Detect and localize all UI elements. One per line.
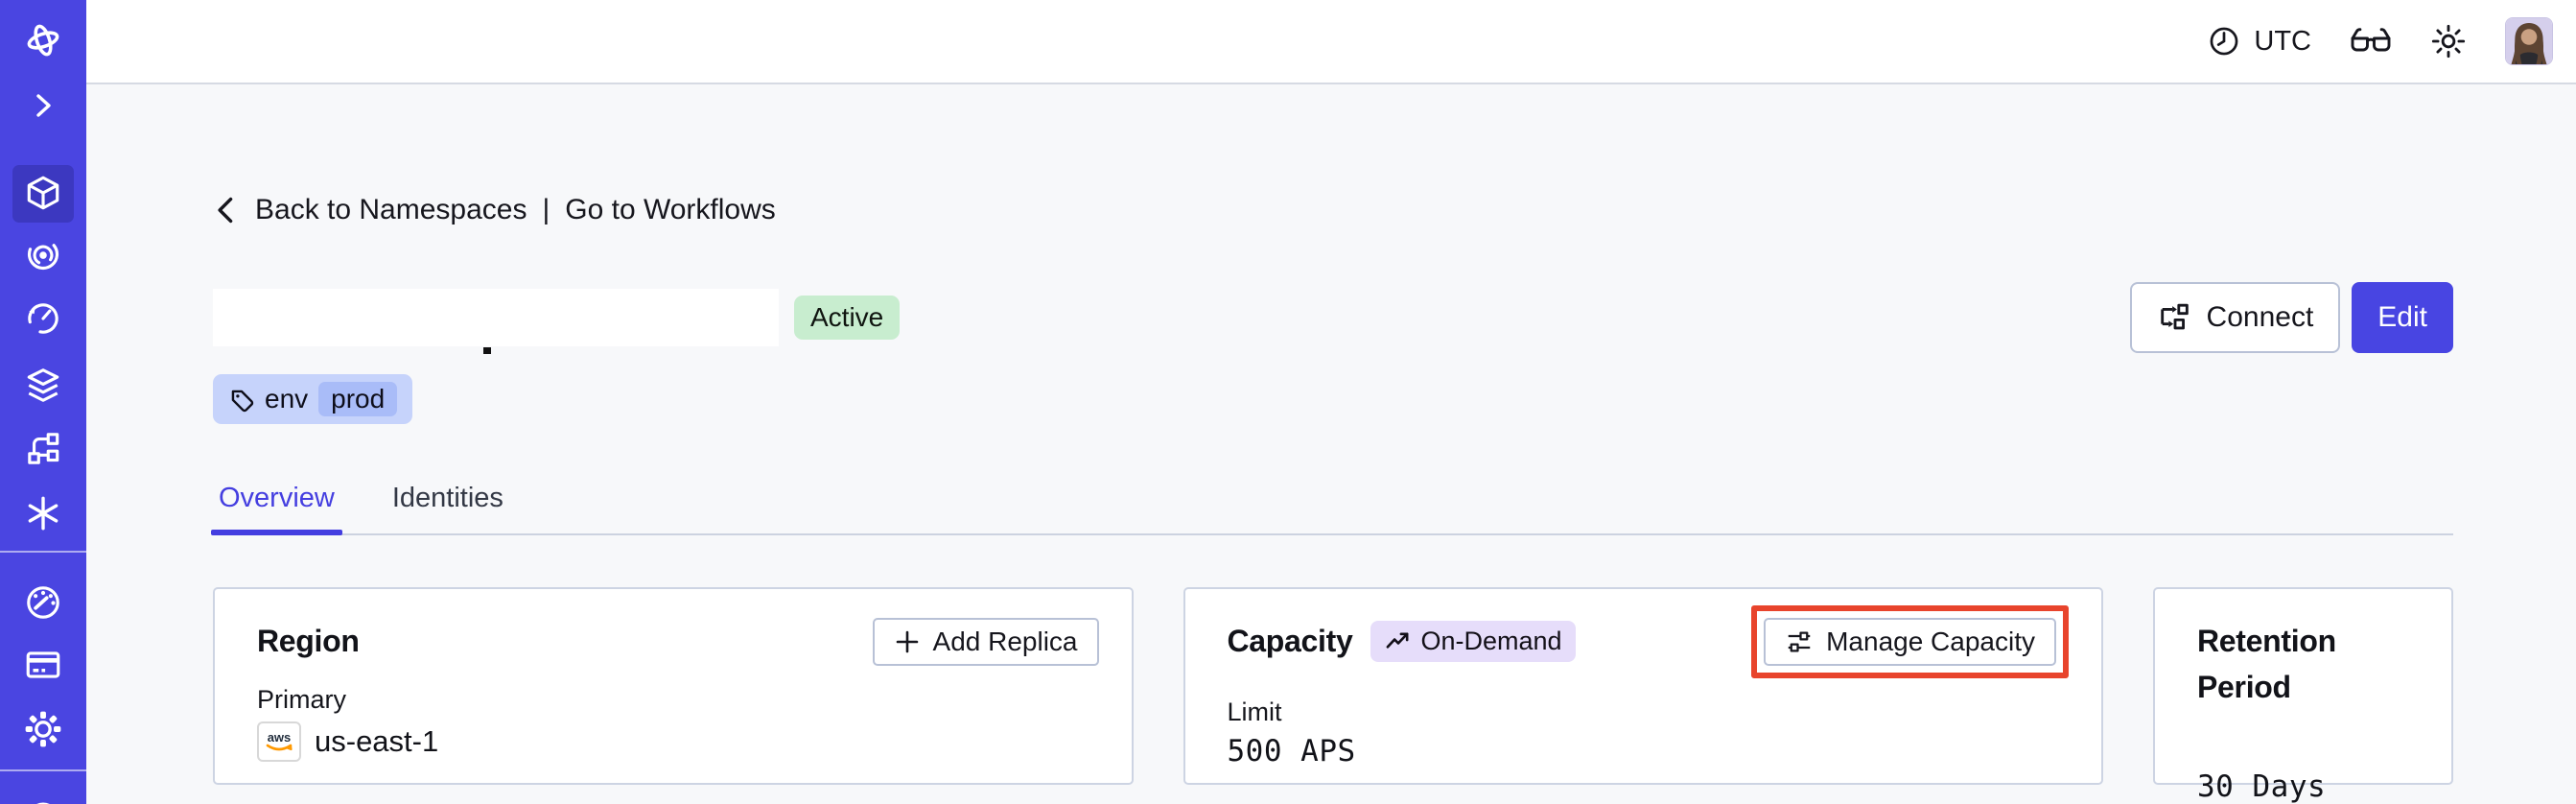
sidebar-item-gauge[interactable] (0, 583, 86, 622)
capacity-card-header: Capacity On-Demand (1228, 605, 2069, 678)
svg-text:aws: aws (268, 730, 292, 745)
data-converter-button[interactable] (2350, 25, 2392, 58)
spiral-icon (27, 238, 59, 271)
aws-logo-icon: aws (266, 730, 293, 751)
region-card-title: Region (257, 624, 360, 658)
connect-button[interactable]: Connect (2129, 282, 2341, 353)
sidebar-item-asterisk[interactable] (0, 494, 86, 532)
theme-toggle-button[interactable] (2430, 23, 2467, 59)
sidebar-item-bottom-partial[interactable] (0, 796, 86, 804)
clock-icon (2210, 27, 2238, 56)
sidebar-item-branch[interactable] (0, 429, 86, 467)
chevron-left-icon (218, 197, 233, 224)
sidebar-item-billing[interactable] (0, 646, 86, 684)
namespace-title-group: Active (213, 289, 901, 354)
status-badge: Active (794, 296, 901, 340)
overview-cards: Region Add Replica Primary aws (213, 587, 2453, 804)
capacity-value: 500 APS (1227, 734, 1356, 769)
manage-capacity-label: Manage Capacity (1826, 627, 2035, 656)
tag-value: prod (318, 382, 398, 416)
capacity-value-row: 500 APS (1228, 734, 2070, 769)
credit-card-icon (26, 651, 60, 678)
connect-button-label: Connect (2206, 301, 2314, 333)
plus-icon (896, 630, 918, 653)
branch-icon (28, 433, 59, 464)
tag-row: env prod (213, 374, 2453, 424)
avatar-image (2506, 18, 2552, 64)
retention-card-title: Retention Period (2197, 624, 2336, 704)
cube-icon (27, 176, 59, 210)
retention-card: Retention Period 30 Days (2153, 587, 2453, 804)
trending-up-icon (1386, 631, 1408, 649)
sidebar-item-spiral[interactable] (0, 235, 86, 273)
sidebar-item-layers[interactable] (0, 367, 86, 405)
tab-identities[interactable]: Identities (391, 483, 503, 513)
chevron-right-icon (36, 94, 51, 117)
manage-capacity-button[interactable]: Manage Capacity (1764, 618, 2056, 666)
temporal-logo[interactable] (0, 21, 86, 59)
breadcrumb-workflows-link[interactable]: Go to Workflows (565, 194, 776, 225)
region-card: Region Add Replica Primary aws (213, 587, 1134, 785)
gear-icon (25, 711, 61, 747)
namespace-name-redacted (213, 289, 779, 346)
region-value-row: aws us-east-1 (257, 721, 1099, 762)
sidebar (0, 0, 86, 804)
retention-value: 30 Days (2197, 769, 2327, 804)
topbar: UTC (86, 0, 2576, 84)
sidebar-divider (0, 551, 86, 553)
on-demand-badge-label: On-Demand (1420, 626, 1562, 655)
sidebar-item-settings[interactable] (0, 710, 86, 748)
timezone-selector[interactable]: UTC (2207, 24, 2311, 59)
glasses-icon (2351, 28, 2391, 52)
main-content: Back to Namespaces | Go to Workflows Act… (86, 86, 2576, 804)
retention-card-header: Retention Period (2197, 618, 2419, 710)
namespace-name-dot (483, 347, 491, 354)
breadcrumb: Back to Namespaces | Go to Workflows (213, 194, 2453, 226)
retention-value-row: 30 Days (2197, 769, 2419, 804)
layers-icon (27, 368, 59, 402)
sidebar-item-namespaces[interactable] (0, 174, 86, 212)
edit-button[interactable]: Edit (2352, 282, 2453, 353)
tab-bar: Overview Identities (211, 468, 2453, 535)
breadcrumb-separator: | (542, 194, 550, 225)
partial-circle-icon (36, 802, 50, 804)
annotation-highlight-box: Manage Capacity (1751, 605, 2069, 678)
namespace-actions: Connect Edit (2129, 282, 2453, 353)
capacity-card: Capacity On-Demand (1183, 587, 2103, 785)
gauge-icon (27, 586, 59, 619)
user-avatar[interactable] (2505, 17, 2553, 65)
asterisk-icon (28, 496, 59, 531)
sun-icon (2431, 24, 2466, 59)
add-replica-button[interactable]: Add Replica (872, 618, 1099, 666)
tag-chip: env prod (213, 374, 413, 424)
tag-key: env (265, 384, 309, 414)
sidebar-expand-button[interactable] (0, 88, 86, 123)
on-demand-badge: On-Demand (1370, 620, 1576, 662)
aws-logo: aws (257, 721, 301, 762)
sidebar-divider (0, 769, 86, 771)
tab-overview[interactable]: Overview (211, 468, 342, 535)
sliders-icon (1788, 631, 1811, 652)
region-field-label: Primary (257, 685, 346, 714)
temporal-logo-icon (27, 24, 59, 57)
region-card-header: Region Add Replica (257, 618, 1099, 666)
capacity-field-label: Limit (1227, 698, 1282, 726)
timer-icon (28, 303, 59, 334)
tag-icon (231, 390, 254, 412)
namespace-header: Active Connect (213, 282, 2453, 354)
edit-button-label: Edit (2377, 301, 2427, 333)
region-value: us-east-1 (315, 724, 439, 758)
add-replica-label: Add Replica (932, 627, 1078, 656)
timezone-label: UTC (2254, 25, 2311, 57)
breadcrumb-back-link[interactable]: Back to Namespaces (255, 194, 527, 225)
capacity-title-group: Capacity On-Demand (1228, 618, 1576, 664)
sidebar-item-timer[interactable] (0, 299, 86, 338)
connect-icon (2160, 303, 2189, 330)
capacity-card-title: Capacity (1227, 624, 1353, 658)
